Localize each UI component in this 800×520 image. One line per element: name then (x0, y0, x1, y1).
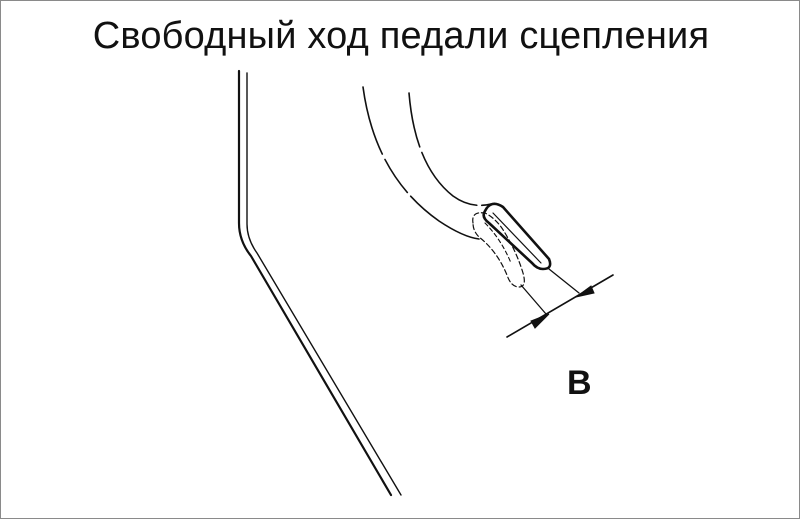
pedal-pad-depressed-inner (484, 222, 512, 264)
pedal-pad-depressed-outline (472, 212, 525, 288)
dimension-label-b: B (567, 364, 592, 402)
pedal-pad-inner-line (492, 212, 542, 264)
pedal-pad (482, 202, 552, 271)
extension-line-rest (548, 268, 580, 294)
pedal-lever-inner-curve (408, 92, 492, 207)
extension-line-depressed (520, 284, 547, 315)
dimension-arrow-lower (530, 313, 550, 329)
pedal-lever-outer-curve (362, 86, 480, 240)
dimension-line-b (506, 274, 614, 338)
pedal-arm-inner-edge (246, 72, 402, 496)
pedal-arm-outer-edge (237, 69, 393, 497)
figure-title: Свободный ход педали сцепления (92, 15, 710, 57)
dimension-arrow-upper (575, 285, 595, 298)
